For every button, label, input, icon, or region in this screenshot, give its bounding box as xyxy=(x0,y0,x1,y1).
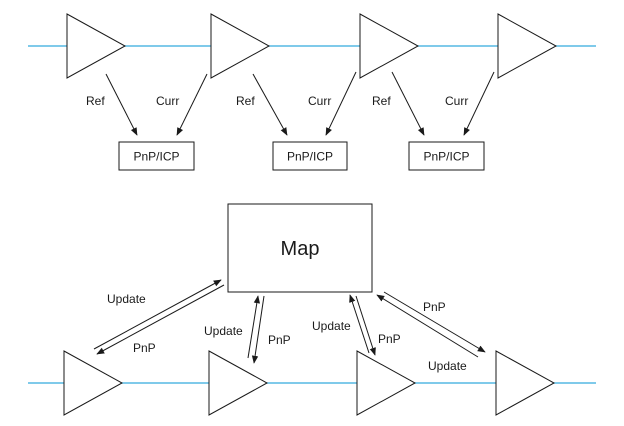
ref-arrow-3 xyxy=(391,71,425,136)
top-camera-frame-3 xyxy=(359,13,420,79)
pnp-label-1: PnP xyxy=(133,341,156,355)
pnp-label-2: PnP xyxy=(268,333,291,347)
bottom-camera-frame-2 xyxy=(208,350,269,416)
pnp-label-4: PnP xyxy=(423,300,446,314)
pnp-arrow-1 xyxy=(96,284,225,355)
pnp-arrow-2 xyxy=(251,295,265,364)
pnp-arrow-3 xyxy=(355,295,376,356)
pnp-label-3: PnP xyxy=(378,332,401,346)
update-arrow-4 xyxy=(376,294,479,358)
ref-label-1: Ref xyxy=(86,94,105,108)
pnp-icp-label-2: PnP/ICP xyxy=(287,150,333,164)
ref-label-3: Ref xyxy=(372,94,391,108)
pnp-icp-label-3: PnP/ICP xyxy=(423,150,469,164)
pnp-arrow-4 xyxy=(383,291,486,353)
bottom-camera-frame-1 xyxy=(63,350,124,416)
ref-arrow-2 xyxy=(252,73,288,136)
pnp-icp-box-1 xyxy=(118,141,195,171)
update-label-2: Update xyxy=(204,324,243,338)
curr-arrow-1 xyxy=(176,73,208,136)
pnp-icp-box-2 xyxy=(272,141,348,171)
update-label-3: Update xyxy=(312,319,351,333)
top-camera-frame-1 xyxy=(66,13,127,79)
update-arrow-2 xyxy=(247,295,261,359)
curr-label-1: Curr xyxy=(156,94,179,108)
top-camera-frame-4 xyxy=(497,13,558,79)
curr-label-2: Curr xyxy=(308,94,331,108)
update-label-4: Update xyxy=(428,359,467,373)
ref-arrow-1 xyxy=(105,73,138,136)
map-label: Map xyxy=(281,238,320,260)
map-box xyxy=(227,203,373,293)
bottom-camera-frame-3 xyxy=(356,350,417,416)
pnp-icp-box-3 xyxy=(408,141,485,171)
curr-arrow-2 xyxy=(325,71,357,136)
pnp-icp-label-1: PnP/ICP xyxy=(133,150,179,164)
update-arrow-1 xyxy=(93,279,222,350)
update-label-1: Update xyxy=(107,292,146,306)
update-arrow-3 xyxy=(349,294,370,354)
curr-arrow-3 xyxy=(463,71,495,136)
top-camera-frame-2 xyxy=(210,13,271,79)
ref-label-2: Ref xyxy=(236,94,255,108)
bottom-camera-frame-4 xyxy=(495,350,556,416)
curr-label-3: Curr xyxy=(445,94,468,108)
